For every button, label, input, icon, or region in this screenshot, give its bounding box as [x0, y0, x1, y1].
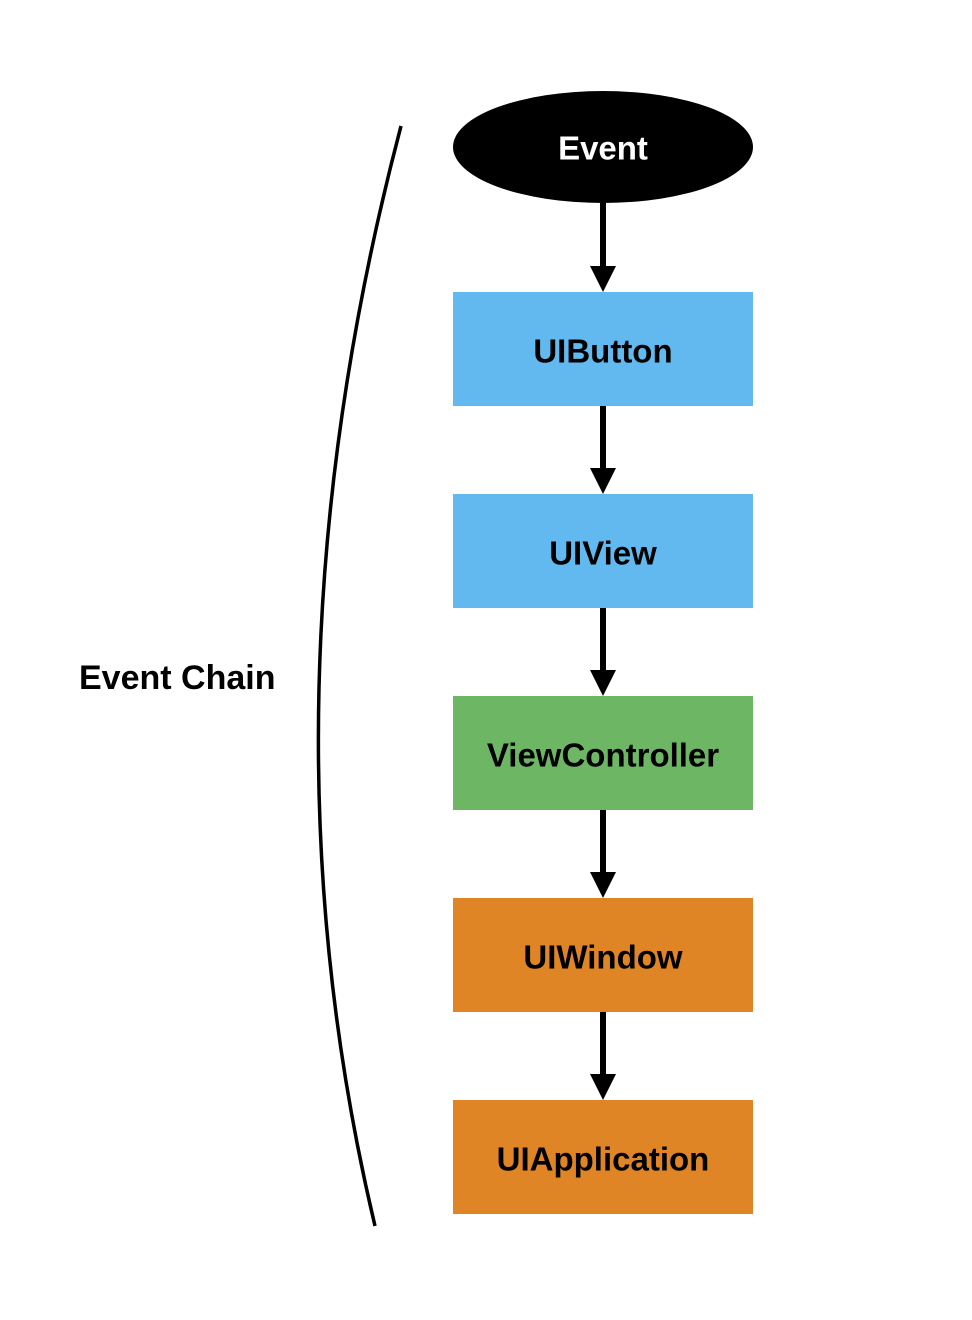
viewcontroller-label: ViewController	[487, 737, 719, 774]
uiview-box	[453, 494, 753, 608]
event-chain-label: Event Chain	[79, 659, 275, 697]
uiapplication-label: UIApplication	[497, 1141, 710, 1178]
uiview-node: UIView	[453, 494, 753, 608]
arrow-uiview-to-viewcontroller	[590, 608, 616, 696]
arrow-uiwindow-to-uiapplication	[590, 1012, 616, 1100]
arrows	[590, 203, 616, 1100]
uiapplication-node: UIApplication	[453, 1100, 753, 1214]
arrow-viewcontroller-to-uiwindow	[590, 810, 616, 898]
uibutton-label: UIButton	[533, 333, 672, 370]
uiwindow-label: UIWindow	[523, 939, 682, 976]
uibutton-node: UIButton	[453, 292, 753, 406]
arrow-event-to-uibutton	[590, 203, 616, 292]
uiwindow-box	[453, 898, 753, 1012]
viewcontroller-box	[453, 696, 753, 810]
uiwindow-node: UIWindow	[453, 898, 753, 1012]
event-node: Event	[453, 91, 753, 203]
uiview-label: UIView	[549, 535, 657, 572]
event-ellipse	[453, 91, 753, 203]
viewcontroller-node: ViewController	[453, 696, 753, 810]
arrow-uibutton-to-uiview	[590, 406, 616, 494]
chain-bracket	[316, 125, 403, 1227]
uiapplication-box	[453, 1100, 753, 1214]
event-node-label: Event	[558, 130, 648, 167]
uibutton-box	[453, 292, 753, 406]
